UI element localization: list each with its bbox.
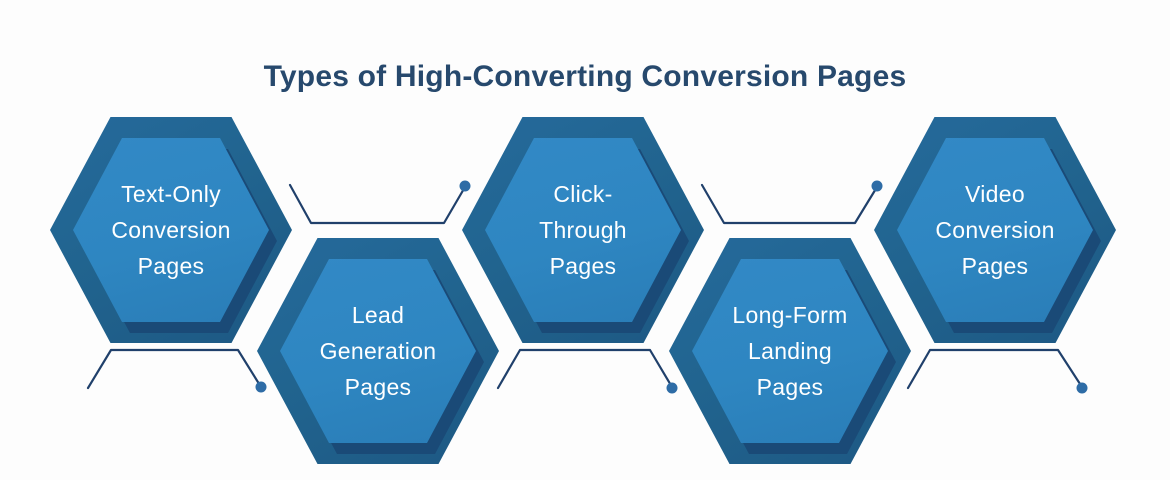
hexagon-label: Lead Generation Pages [319, 302, 437, 400]
hexagon-label: Long-Form Landing Pages [732, 302, 848, 400]
connector-left-hex2 [86, 348, 263, 390]
hexagon-label: Video Conversion Pages [935, 181, 1055, 279]
hexagon-label: Click- Through Pages [539, 181, 627, 279]
hexagon-inner-face [485, 138, 681, 322]
hexagon-text-only-conversion-pages: Text-Only Conversion Pages [50, 117, 292, 343]
connector-dot [1076, 382, 1088, 394]
connector-hex4-right [906, 348, 1084, 390]
connector-dot [255, 381, 267, 393]
hexagon-video-conversion-pages: Video Conversion Pages [874, 117, 1116, 343]
connector-hex1-hex3 [288, 183, 467, 225]
hexagon-lead-generation-pages: Lead Generation Pages [257, 238, 499, 464]
diagram-title: Types of High-Converting Conversion Page… [263, 60, 907, 94]
connector-dot [666, 382, 678, 394]
connector-hex2-hex4 [496, 348, 674, 390]
hexagon-click-through-pages: Click- Through Pages [462, 117, 704, 343]
connector-dot [871, 180, 883, 192]
hexagon-label: Text-Only Conversion Pages [111, 181, 231, 279]
connector-dot [459, 180, 471, 192]
hexagon-inner-face [692, 259, 888, 443]
connector-hex3-hex5 [700, 183, 879, 225]
